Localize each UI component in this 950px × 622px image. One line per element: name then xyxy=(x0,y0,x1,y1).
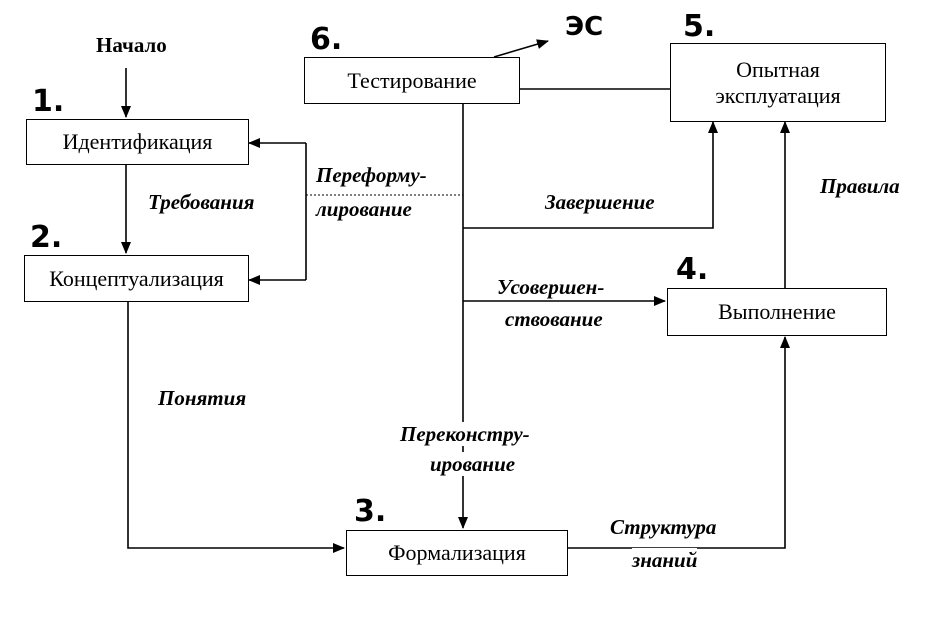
improvement-label-line1: Усовершен- xyxy=(497,275,605,299)
es-arrow xyxy=(493,39,549,58)
concepts-label: Понятия xyxy=(158,386,247,410)
testing-label: Тестирование xyxy=(347,67,477,93)
improvement-label-line2: ствование xyxy=(505,307,603,331)
completion-arrow xyxy=(463,121,718,229)
reconstruction-label-line2: ирование xyxy=(430,452,516,476)
reformulation-label-line2: лирование xyxy=(316,197,412,221)
formalization-box: Формализация xyxy=(346,530,568,576)
conceptualization-box: Концептуализация xyxy=(24,255,249,302)
start-label: Начало xyxy=(96,33,167,57)
stage-number-1: 1. xyxy=(32,84,65,119)
stage-number-2: 2. xyxy=(30,220,63,255)
reconstruction-label-line1: Переконстру- xyxy=(400,422,530,446)
reformulation-label-line1: Переформу- xyxy=(316,163,427,187)
completion-label: Завершение xyxy=(545,190,655,214)
trial-operation-box: Опытная эксплуатация xyxy=(670,43,886,122)
knowledge-structure-label-line1: Структура xyxy=(610,515,717,539)
knowledge-structure-label-line2: знаний xyxy=(632,548,698,572)
requirements-label: Требования xyxy=(148,190,255,214)
concepts-arrow xyxy=(127,302,345,553)
conceptualization-label: Концептуализация xyxy=(49,265,224,291)
formalization-label: Формализация xyxy=(388,540,526,566)
execution-label: Выполнение xyxy=(718,299,836,325)
stage-number-4: 4. xyxy=(676,252,709,287)
identification-box: Идентификация xyxy=(26,119,249,165)
trial-operation-label: Опытная эксплуатация xyxy=(715,57,841,108)
es-label: ЭС xyxy=(565,12,604,42)
testing-box: Тестирование xyxy=(304,57,520,104)
execution-box: Выполнение xyxy=(667,288,887,336)
identification-label: Идентификация xyxy=(62,129,213,155)
stage-number-3: 3. xyxy=(354,494,387,529)
stage-number-6: 6. xyxy=(310,22,343,57)
stage-number-5: 5. xyxy=(683,9,716,44)
rules-label: Правила xyxy=(820,174,900,198)
